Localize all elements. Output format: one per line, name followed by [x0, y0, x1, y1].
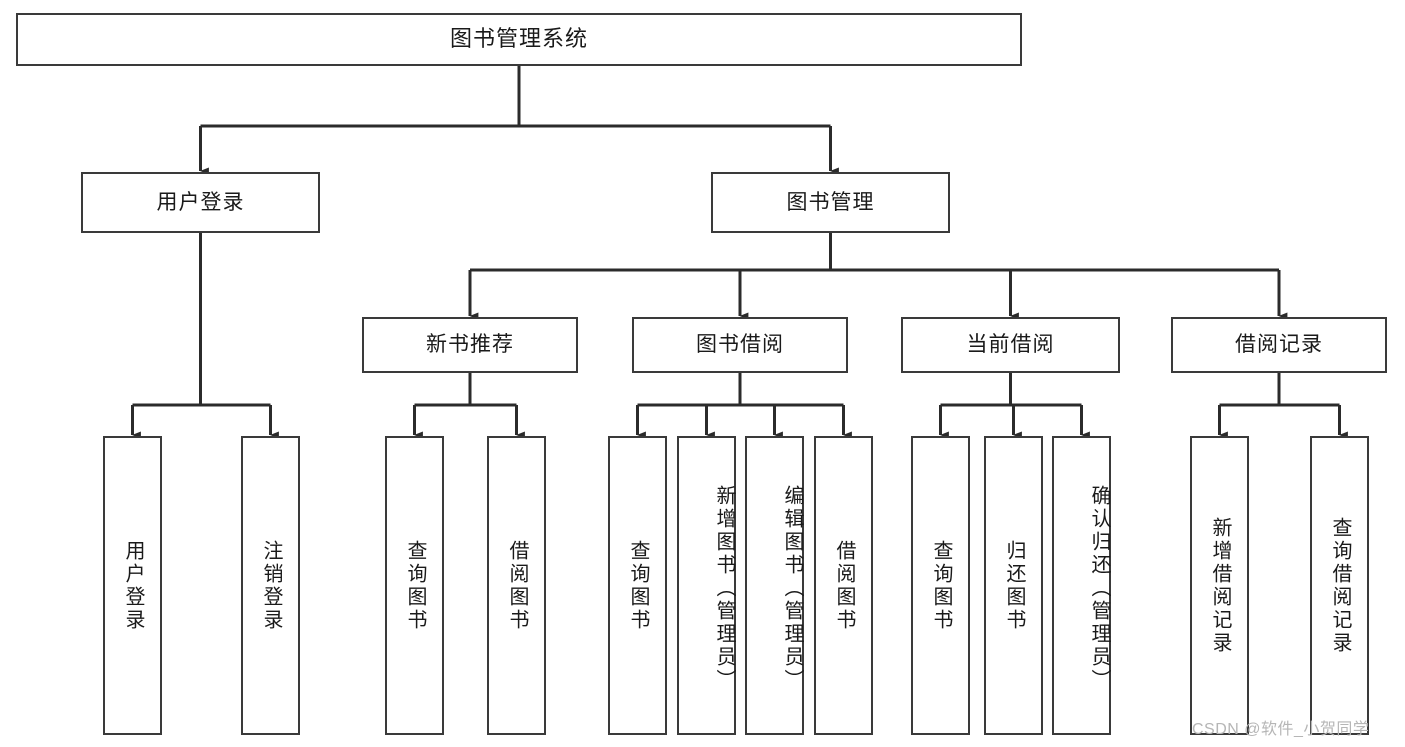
node-leaf-query-book-2[interactable]: 查询图书: [608, 436, 667, 735]
node-leaf-confirm-return[interactable]: 确认归还（管理员）: [1052, 436, 1111, 735]
node-label: 新书推荐: [426, 333, 514, 357]
csdn-watermark: CSDN @软件_小贺同学: [1192, 721, 1370, 738]
node-label: 借阅记录: [1235, 333, 1323, 357]
node-label: 编辑图书（管理员）: [781, 485, 803, 692]
node-label: 图书管理: [786, 190, 875, 214]
node-label: 用户登录: [122, 539, 144, 632]
node-label: 借阅图书: [833, 539, 855, 632]
node-leaf-query-record[interactable]: 查询借阅记录: [1310, 436, 1369, 735]
node-label: 当前借阅: [966, 333, 1055, 357]
node-leaf-edit-book[interactable]: 编辑图书（管理员）: [745, 436, 804, 735]
node-leaf-query-book-1[interactable]: 查询图书: [385, 436, 444, 735]
node-label: 图书借阅: [696, 333, 784, 357]
node-leaf-query-book-3[interactable]: 查询图书: [911, 436, 970, 735]
node-root-system[interactable]: 图书管理系统: [16, 13, 1022, 66]
node-label: 新增图书（管理员）: [713, 485, 735, 692]
node-leaf-borrow-book-1[interactable]: 借阅图书: [487, 436, 546, 735]
node-user-login[interactable]: 用户登录: [81, 172, 320, 233]
node-leaf-return-book[interactable]: 归还图书: [984, 436, 1043, 735]
node-label: 查询借阅记录: [1329, 516, 1351, 655]
node-leaf-user-login[interactable]: 用户登录: [103, 436, 162, 735]
node-leaf-add-record[interactable]: 新增借阅记录: [1190, 436, 1249, 735]
node-leaf-borrow-book-2[interactable]: 借阅图书: [814, 436, 873, 735]
node-book-manage[interactable]: 图书管理: [711, 172, 950, 233]
node-label: 确认归还（管理员）: [1088, 485, 1110, 692]
node-label: 新增借阅记录: [1209, 516, 1231, 655]
node-book-borrow[interactable]: 图书借阅: [632, 317, 848, 373]
node-leaf-logout[interactable]: 注销登录: [241, 436, 300, 735]
node-current-borrow[interactable]: 当前借阅: [901, 317, 1120, 373]
node-label: 归还图书: [1003, 539, 1025, 632]
node-leaf-add-book[interactable]: 新增图书（管理员）: [677, 436, 736, 735]
node-label: 查询图书: [930, 539, 952, 632]
node-new-book-recommend[interactable]: 新书推荐: [362, 317, 578, 373]
node-borrow-record[interactable]: 借阅记录: [1171, 317, 1387, 373]
node-label: 用户登录: [156, 190, 245, 214]
node-label: 查询图书: [404, 539, 426, 632]
node-label: 注销登录: [260, 539, 282, 632]
node-label: 查询图书: [627, 539, 649, 632]
node-label: 借阅图书: [506, 539, 528, 632]
node-label: 图书管理系统: [449, 26, 588, 52]
